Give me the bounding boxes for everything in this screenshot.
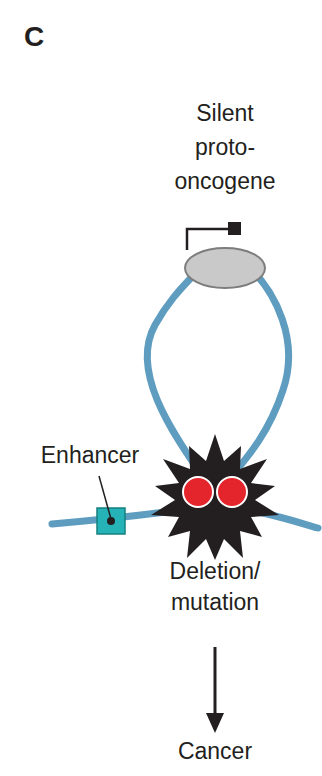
panel-letter: C — [24, 18, 44, 56]
starburst-shape — [145, 430, 285, 570]
promoter-symbol — [187, 229, 229, 250]
leader-line — [99, 476, 111, 519]
gene-promoter — [185, 248, 265, 288]
arrow-connector — [206, 647, 224, 733]
node-text: Deletion/ mutation — [170, 556, 261, 618]
starburst-outline — [151, 434, 279, 560]
protein-circle — [217, 477, 247, 507]
node-text: Cancer — [178, 736, 252, 767]
annotation-label: Silent proto- oncogene — [174, 96, 275, 198]
annotation-label: Enhancer — [41, 440, 139, 471]
enhancer-box — [97, 508, 125, 534]
arrow-head — [206, 713, 224, 733]
chromatin-loop — [147, 268, 205, 480]
mutation-starburst: Deletion/ mutation — [145, 430, 285, 645]
protein-circle — [183, 477, 213, 507]
arrow-shaft — [214, 647, 217, 717]
promoter-symbol — [228, 222, 241, 235]
chromatin-loop — [228, 268, 289, 480]
outcome-node: Cancer — [145, 736, 285, 770]
